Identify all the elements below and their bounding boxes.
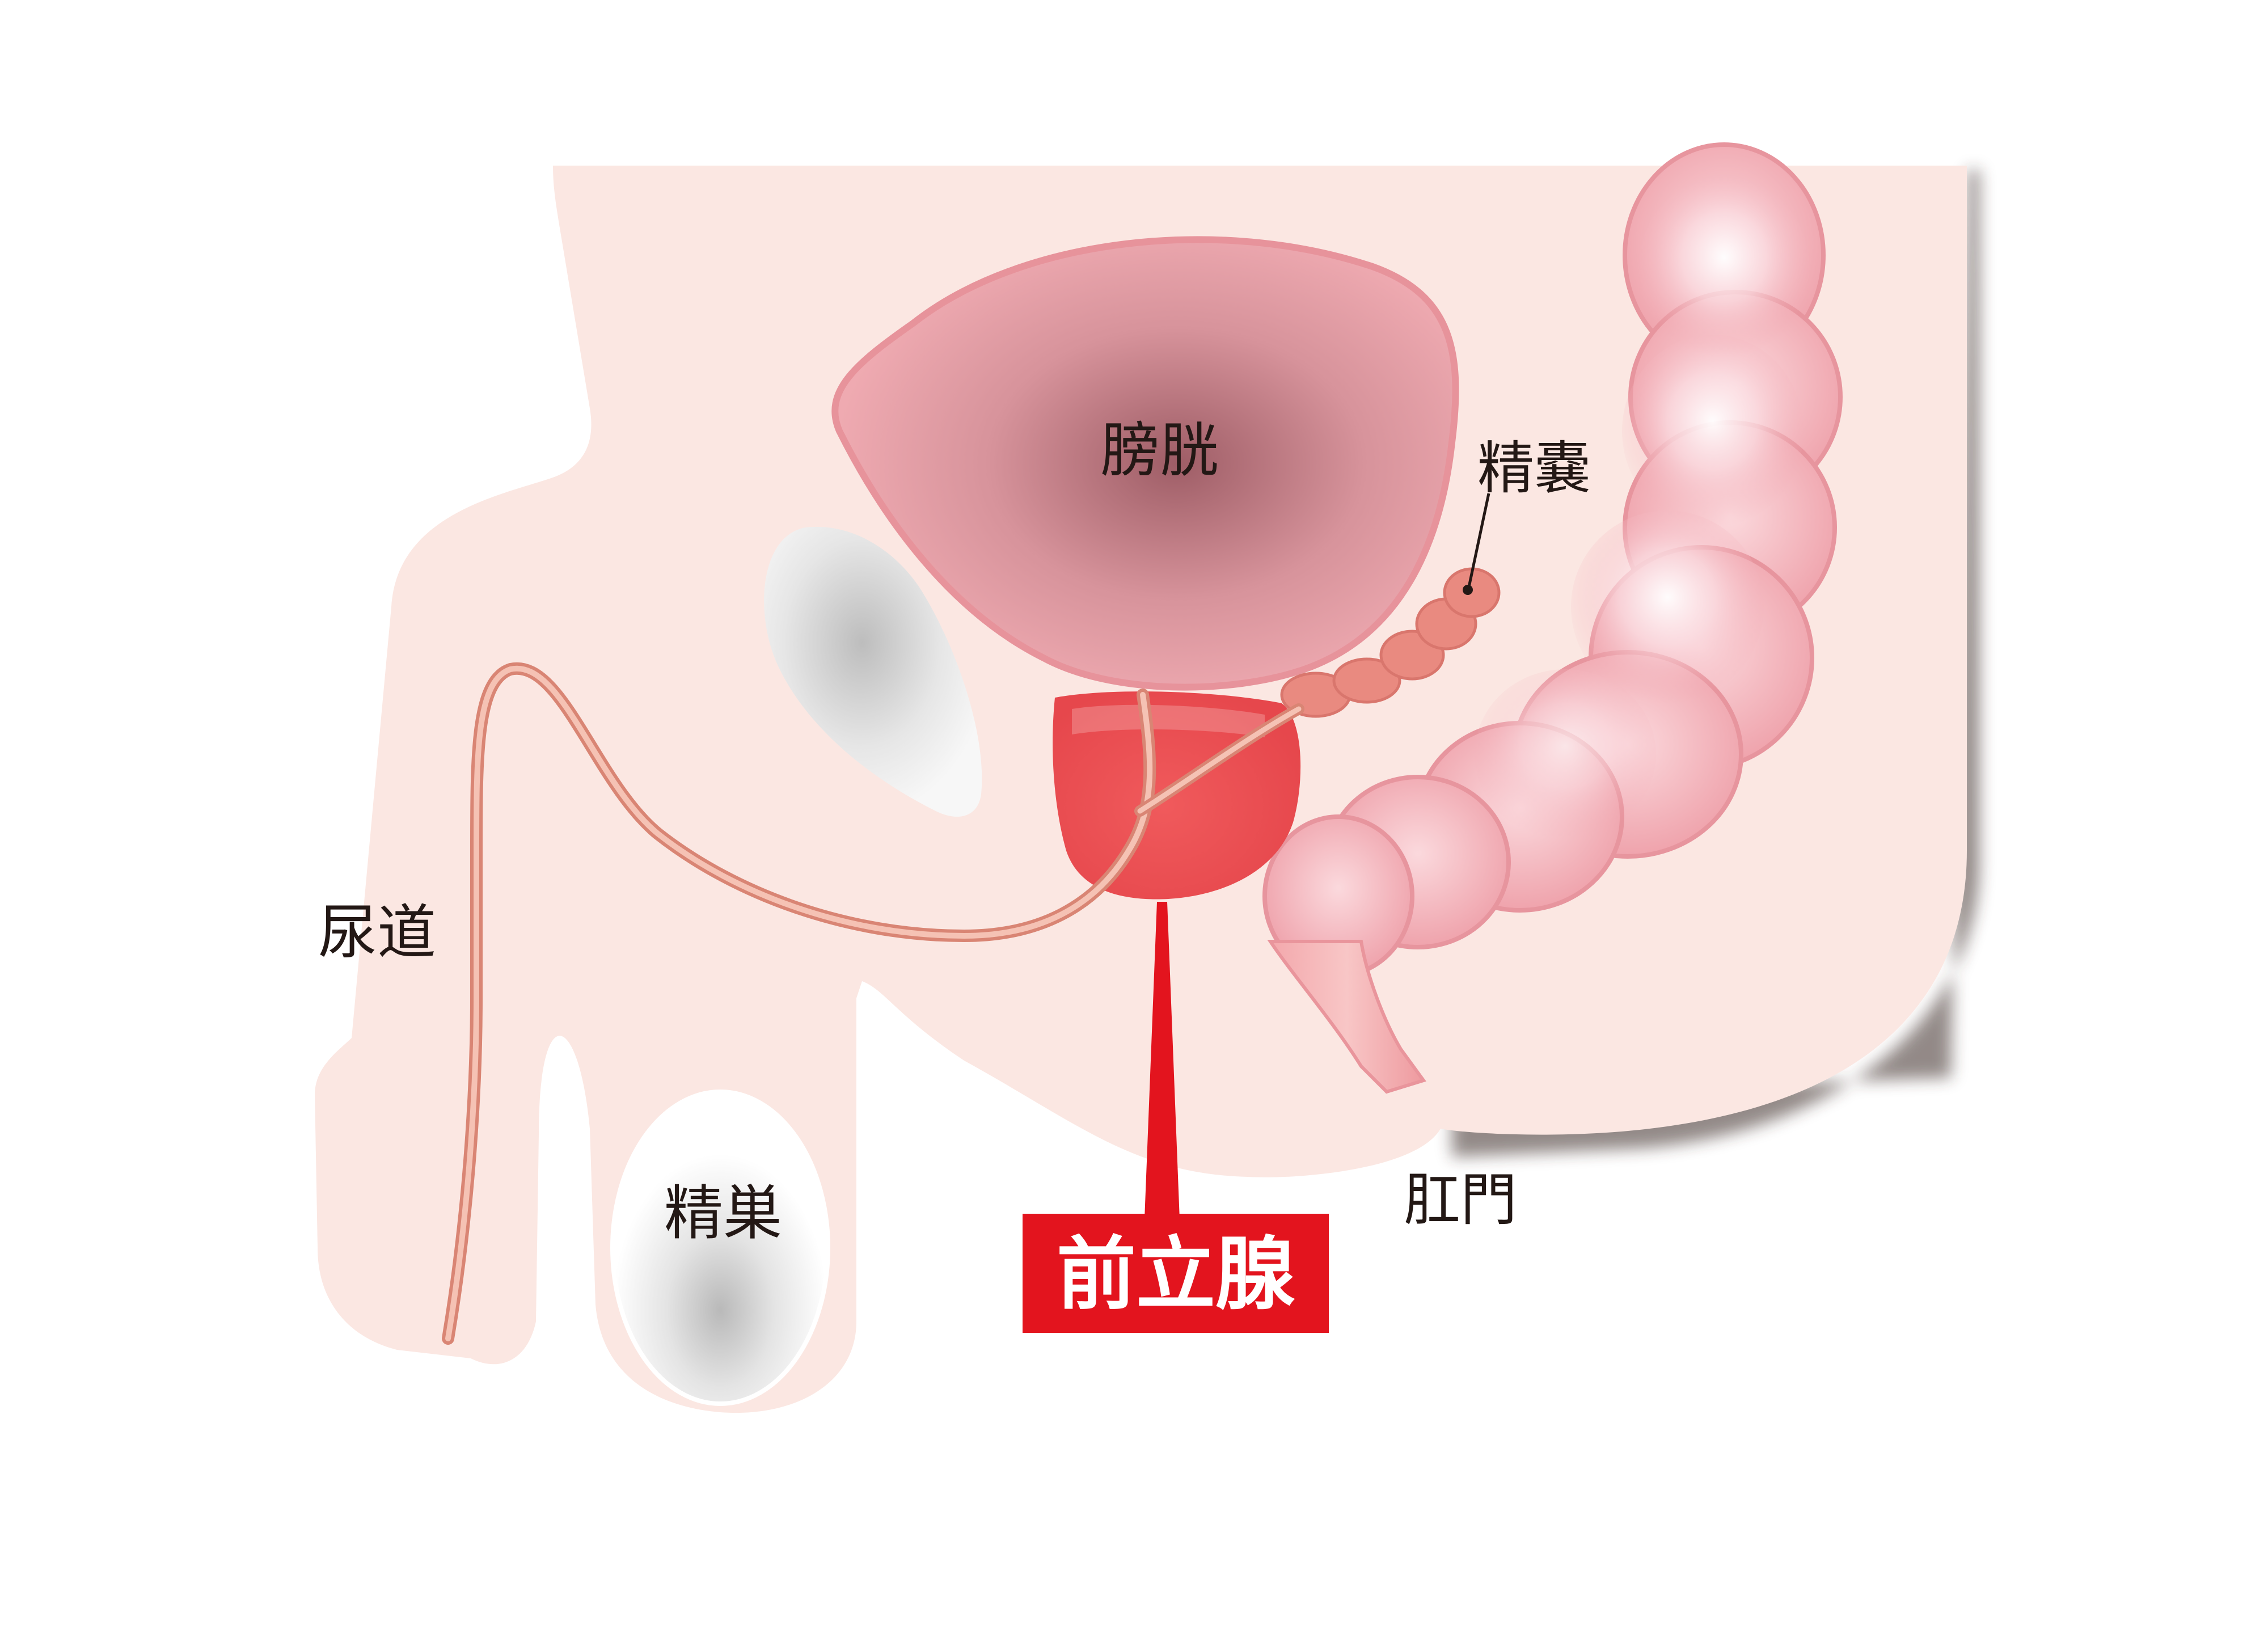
seminal-vesicle-pointer (1467, 493, 1490, 588)
bladder-label: 膀胱 (1101, 416, 1219, 485)
body-shadow (1452, 170, 1979, 1157)
prostate-label-box (1023, 1214, 1329, 1333)
seminal-vesicle-pointer-dot (1463, 585, 1473, 595)
anus-label: 肛門 (1404, 1167, 1517, 1233)
prostate-highlight (1072, 704, 1265, 737)
testis (610, 1090, 830, 1406)
anal-canal (1267, 940, 1426, 1094)
bladder (831, 236, 1459, 691)
prostate-pointer (1144, 902, 1180, 1219)
urethra-label: 尿道 (318, 898, 436, 967)
rectum-highlight (1475, 176, 1809, 839)
urethra-tube (442, 662, 1304, 1345)
pubic-bone (764, 526, 982, 817)
testis-label: 精巣 (664, 1179, 782, 1248)
seminal-vesicle-label: 精嚢 (1477, 435, 1591, 501)
prostate-label: 前立腺 (1057, 1228, 1295, 1321)
